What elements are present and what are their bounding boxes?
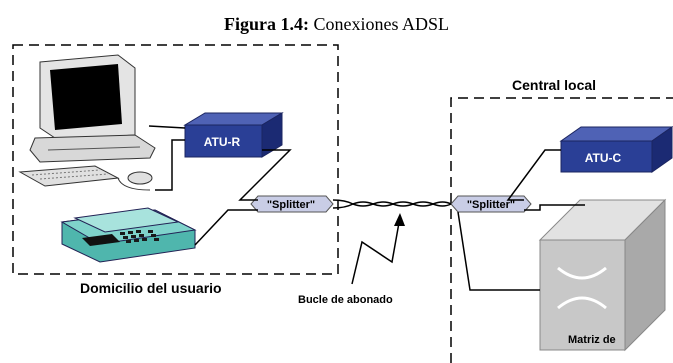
atu-c-label: ATU-C <box>585 151 622 165</box>
figure-number: Figura 1.4: <box>223 14 309 34</box>
central-wiring <box>457 149 585 291</box>
computer-icon <box>18 54 156 191</box>
atu-r-label: ATU-R <box>204 135 241 149</box>
atu-r-modem <box>183 112 284 158</box>
figure-caption: Conexiones ADSL <box>313 14 449 34</box>
splitter-right-label: "Splitter" <box>467 199 515 211</box>
atu-c-modem <box>559 126 673 173</box>
central-label: Central local <box>512 77 596 93</box>
splitter-left-label: "Splitter" <box>267 199 315 211</box>
central-boundary <box>450 97 673 363</box>
home-label: Domicilio del usuario <box>80 280 222 296</box>
telephone-icon <box>60 207 197 263</box>
home-boundary <box>12 44 339 275</box>
subscriber-loop-cable <box>332 199 452 209</box>
home-wiring <box>148 125 292 246</box>
splitter-left <box>250 195 334 213</box>
matrix-label: Matriz de <box>568 334 616 346</box>
loop-label: Bucle de abonado <box>298 294 393 306</box>
loop-pointer-arrow <box>351 216 401 285</box>
switch-matrix-icon <box>538 198 667 352</box>
loop-pointer-arrowhead <box>394 213 405 226</box>
figure-title: Figura 1.4: Conexiones ADSL <box>0 14 673 35</box>
